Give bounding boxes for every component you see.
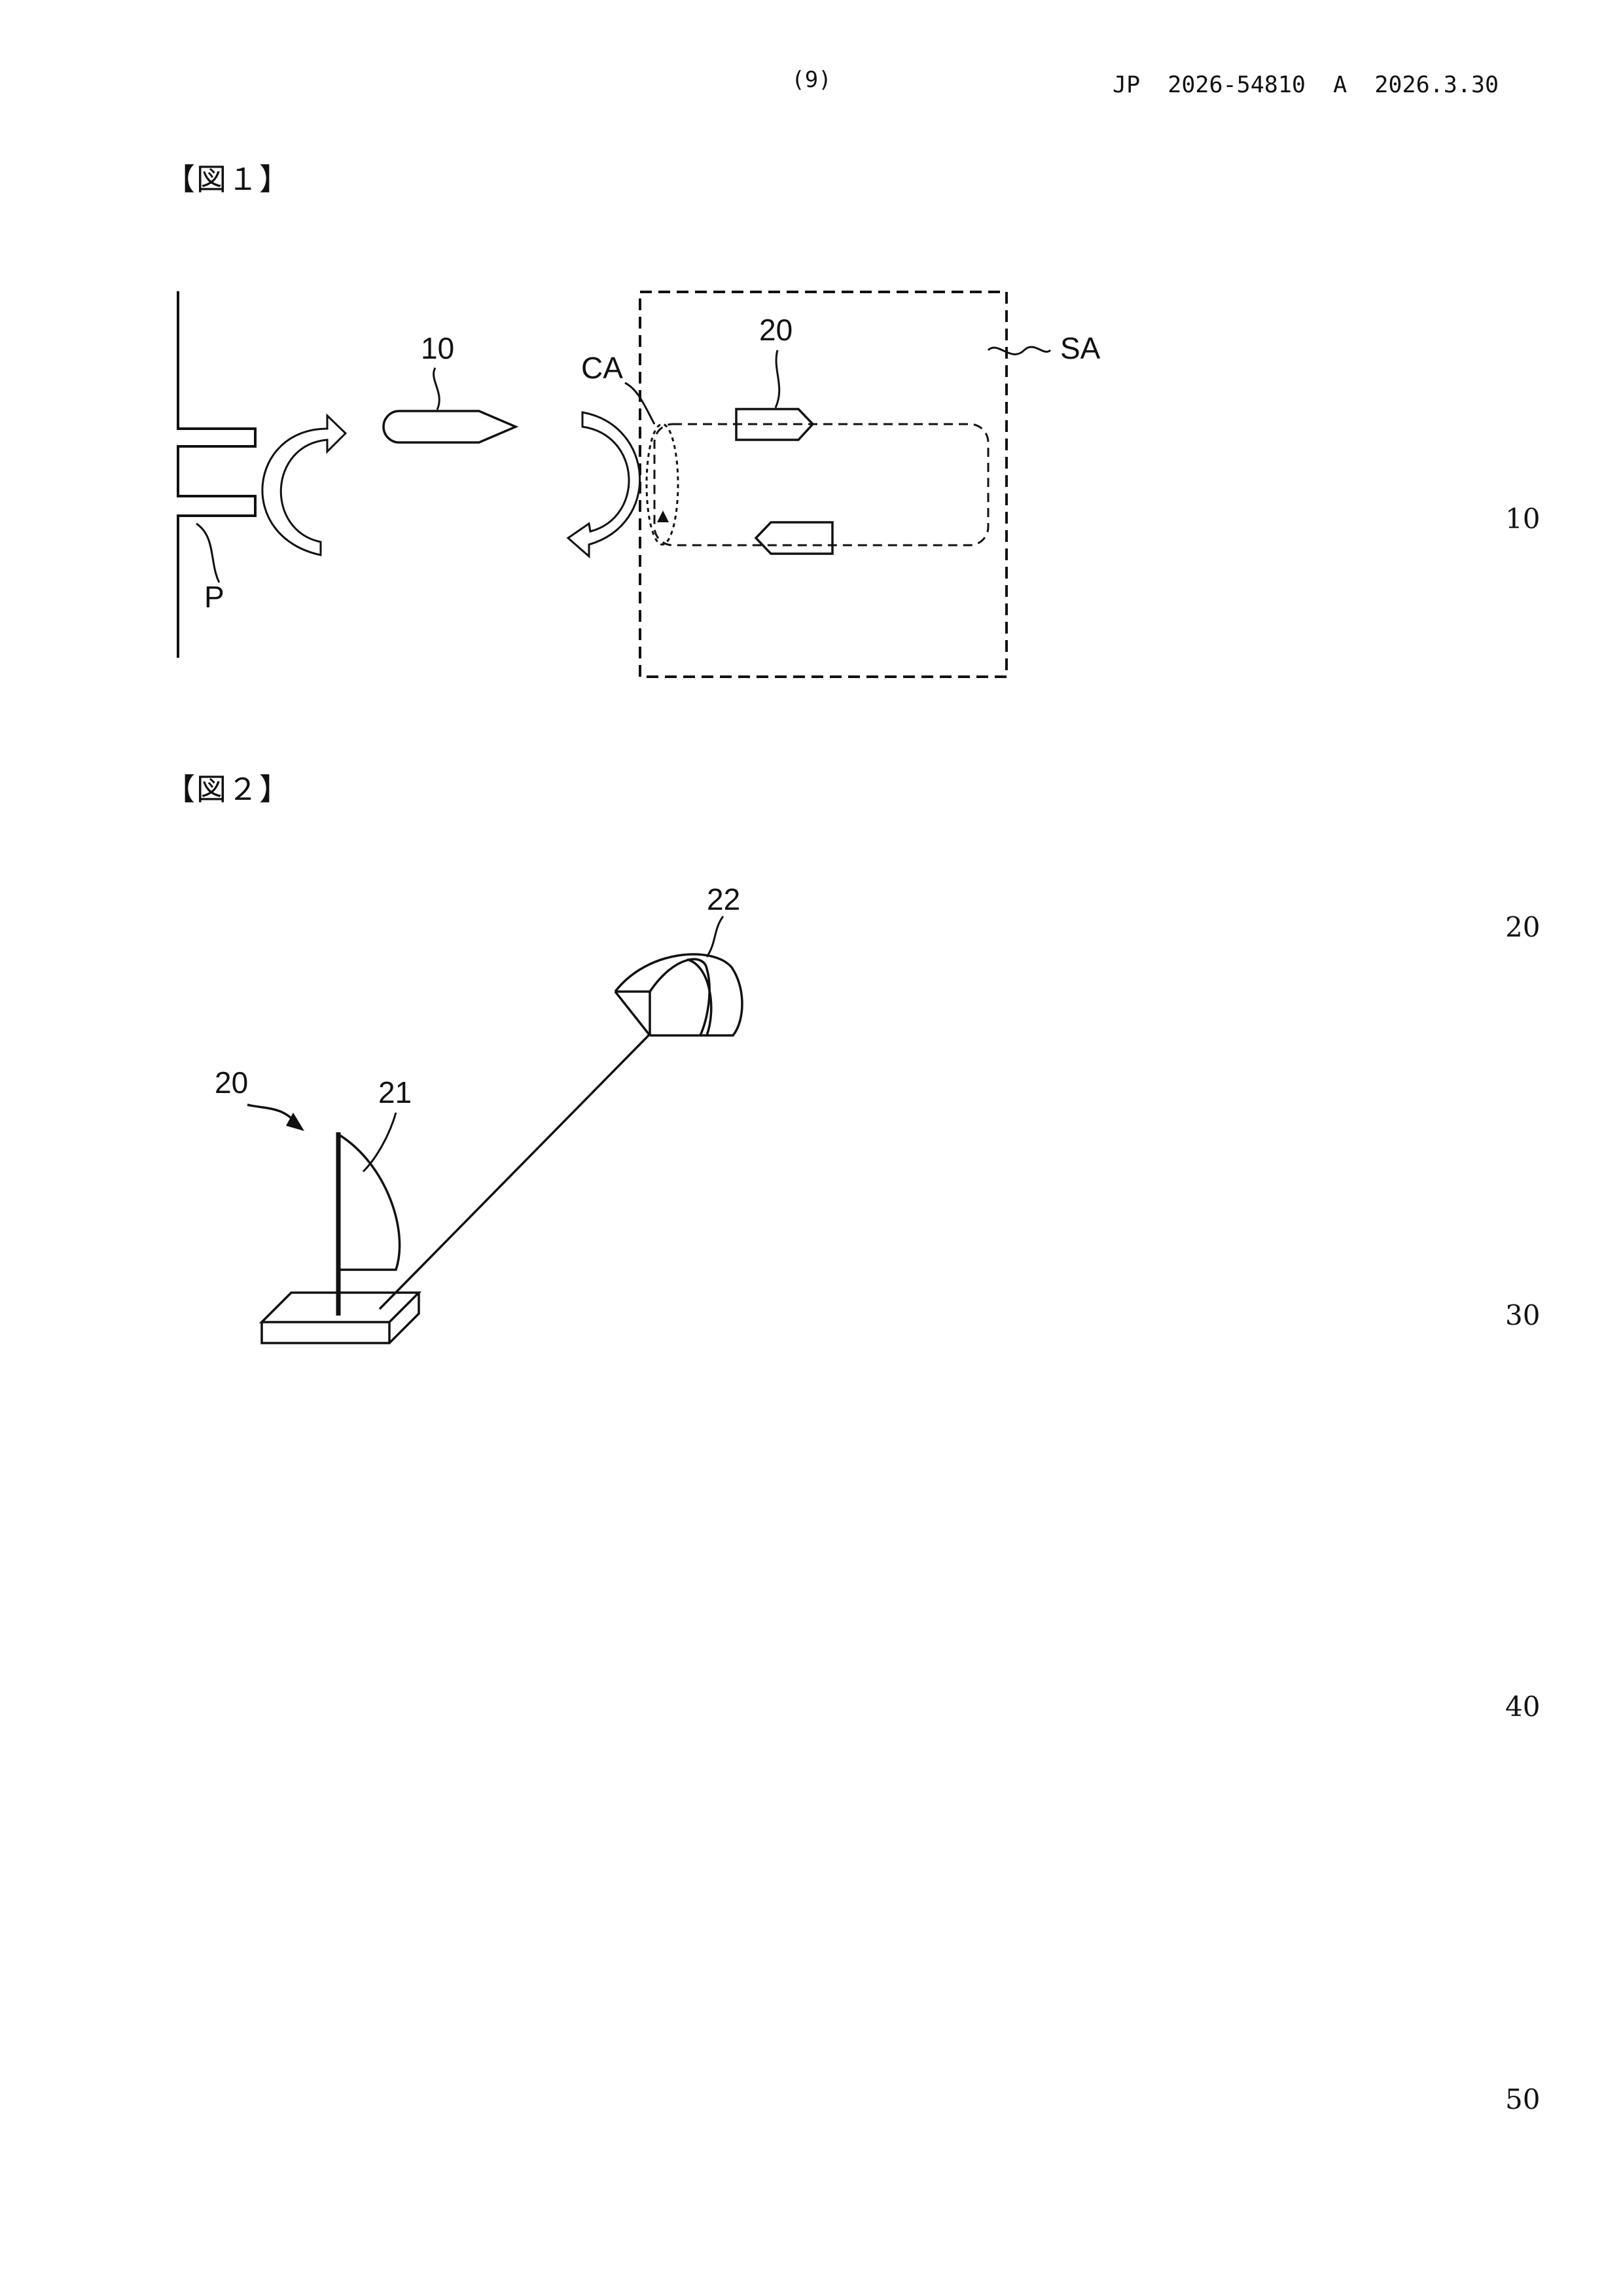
sail-21 [340,1136,400,1270]
device-20-fig2-label: 20 [215,1066,248,1100]
kite-22 [615,954,742,1035]
tether-line [380,1034,650,1309]
sail-21-leader-line [363,1113,396,1172]
sail-21-label: 21 [378,1075,412,1109]
kite-22-leader-line [707,916,723,957]
kite-22-label: 22 [707,882,740,916]
